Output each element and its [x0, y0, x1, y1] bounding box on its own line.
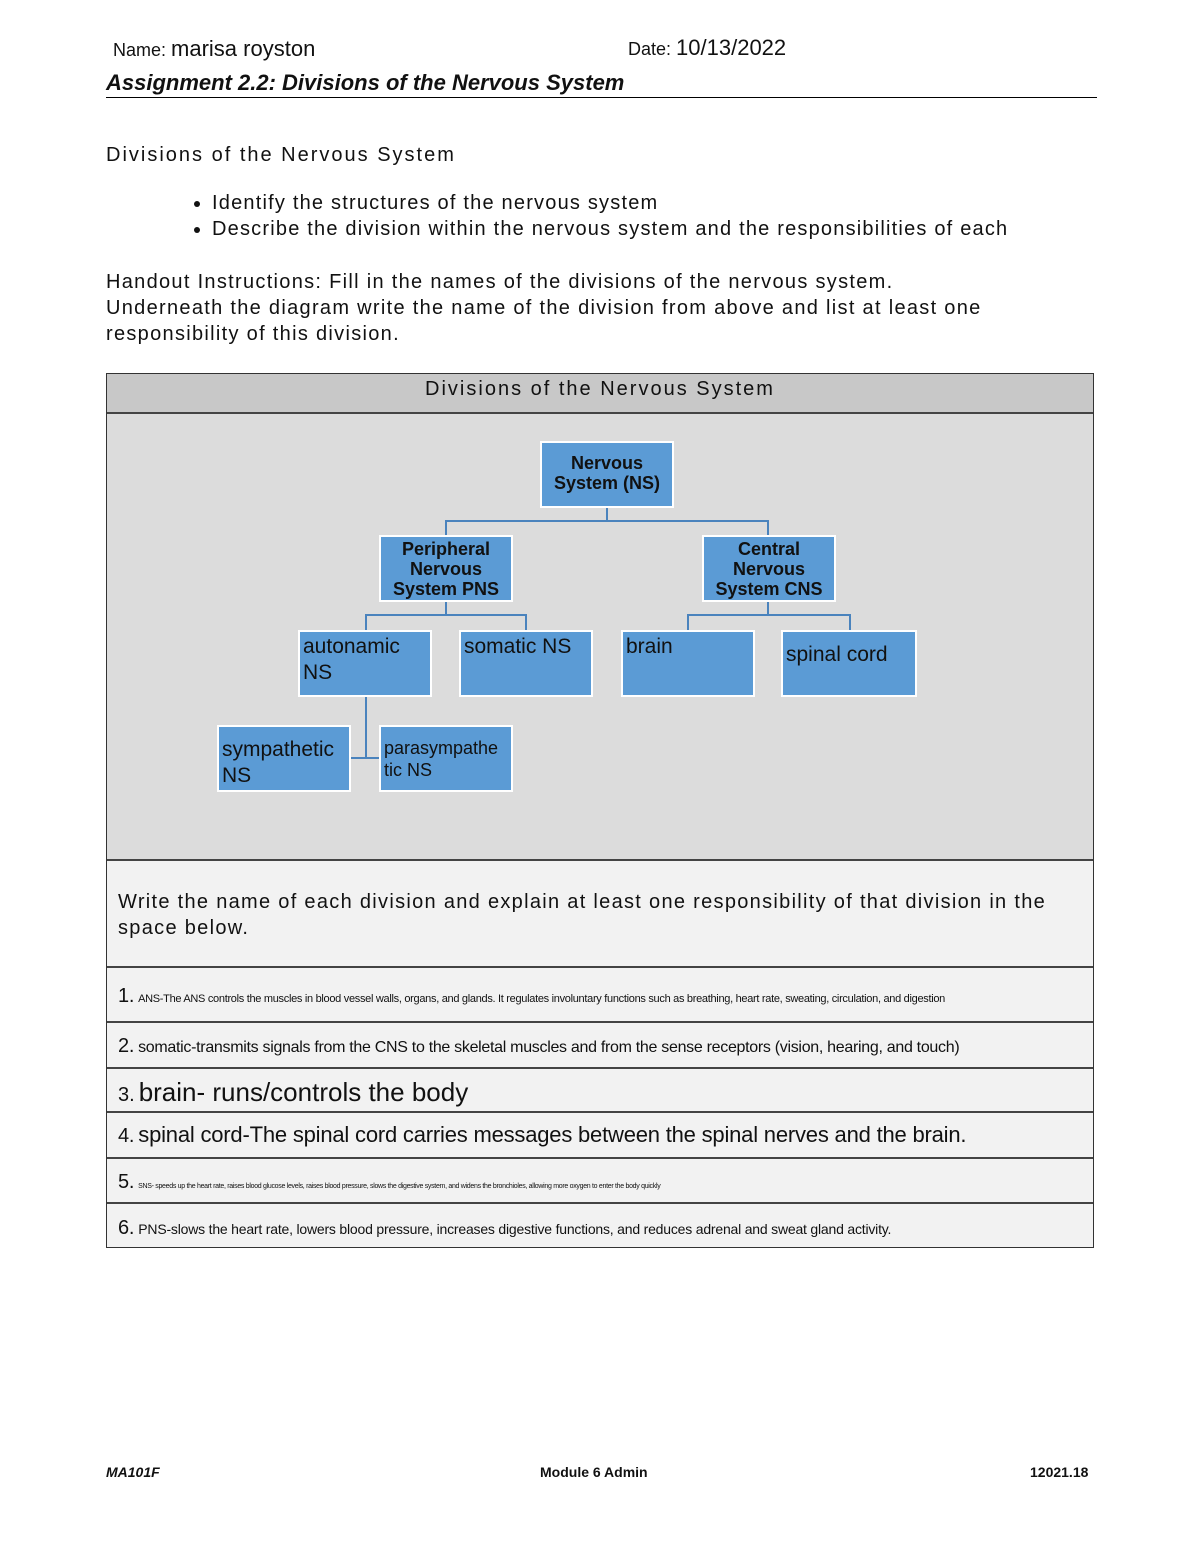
diagram-area: Nervous System (NS) Peripheral Nervous S… — [107, 412, 1093, 859]
connector — [606, 508, 608, 522]
objectives-list: Identify the structures of the nervous s… — [170, 190, 1132, 242]
answer-row: 1.ANS-The ANS controls the muscles in bl… — [107, 966, 1093, 1021]
connector — [351, 757, 381, 759]
answer-text[interactable]: somatic-transmits signals from the CNS t… — [138, 1039, 960, 1056]
footer-course: MA101F — [106, 1464, 160, 1480]
name-label: Name: — [113, 40, 167, 60]
name-value: marisa royston — [171, 36, 316, 61]
answer-number: 3. — [118, 1084, 135, 1106]
connector — [365, 614, 527, 616]
answer-text[interactable]: ANS-The ANS controls the muscles in bloo… — [138, 993, 945, 1005]
footer-version: 12021.18 — [1030, 1464, 1089, 1480]
divisions-table: Divisions of the Nervous System Nervous … — [106, 373, 1094, 1248]
answer-text[interactable]: spinal cord-The spinal cord carries mess… — [138, 1122, 967, 1147]
connector — [445, 602, 447, 615]
node-nervous-system: Nervous System (NS) — [540, 441, 674, 508]
assignment-title: Assignment 2.2: Divisions of the Nervous… — [106, 70, 625, 95]
objective-item: Describe the division within the nervous… — [212, 216, 1132, 242]
instruction-line: Handout Instructions: Fill in the names … — [106, 271, 894, 293]
answer-content: 3.brain- runs/controls the body — [118, 1077, 468, 1108]
connector — [849, 614, 851, 630]
name-field: Name: marisa royston — [113, 36, 315, 62]
node-parasympathetic: parasympathe tic NS — [379, 725, 513, 792]
date-label: Date: — [628, 39, 672, 59]
connector — [365, 696, 367, 759]
answer-row: 5.SNS- speeds up the heart rate, raises … — [107, 1157, 1093, 1202]
node-sympathetic: sympathetic NS — [217, 725, 351, 792]
connector — [767, 602, 769, 615]
node-autonomic: autonamic NS — [298, 630, 432, 697]
connector — [445, 520, 769, 522]
answer-number: 1. — [118, 985, 135, 1007]
answer-number: 6. — [118, 1217, 135, 1239]
date-field: Date: 10/13/2022 — [628, 35, 786, 61]
answer-number: 5. — [118, 1171, 135, 1193]
node-cns: Central Nervous System CNS — [702, 535, 836, 602]
answer-content: 6.PNS-slows the heart rate, lowers blood… — [118, 1217, 891, 1240]
title-rule — [106, 97, 1097, 98]
section-heading: Divisions of the Nervous System — [106, 144, 456, 166]
prompt-text: Write the name of each division and expl… — [118, 891, 1047, 939]
handout-instructions: Handout Instructions: Fill in the names … — [106, 269, 1106, 347]
date-value: 10/13/2022 — [676, 35, 787, 60]
connector — [687, 614, 689, 630]
answer-row: 6.PNS-slows the heart rate, lowers blood… — [107, 1202, 1093, 1247]
answer-content: 4.spinal cord-The spinal cord carries me… — [118, 1122, 966, 1148]
table-heading: Divisions of the Nervous System — [107, 374, 1093, 412]
answer-content: 2.somatic-transmits signals from the CNS… — [118, 1035, 960, 1058]
node-brain: brain — [621, 630, 755, 697]
connector — [445, 520, 447, 535]
instruction-line: Underneath the diagram write the name of… — [106, 297, 982, 319]
answer-text[interactable]: PNS-slows the heart rate, lowers blood p… — [138, 1221, 892, 1237]
connector — [365, 614, 367, 630]
answer-number: 4. — [118, 1125, 135, 1147]
answer-text[interactable]: SNS- speeds up the heart rate, raises bl… — [138, 1183, 661, 1190]
answer-text[interactable]: brain- runs/controls the body — [138, 1077, 469, 1107]
answer-row: 2.somatic-transmits signals from the CNS… — [107, 1021, 1093, 1067]
node-somatic: somatic NS — [459, 630, 593, 697]
objective-item: Identify the structures of the nervous s… — [212, 190, 1132, 216]
answer-content: 5.SNS- speeds up the heart rate, raises … — [118, 1171, 661, 1194]
instruction-line: responsibility of this division. — [106, 323, 400, 345]
connector — [687, 614, 851, 616]
connector — [767, 520, 769, 535]
footer-module: Module 6 Admin — [540, 1464, 648, 1480]
answer-row: 4.spinal cord-The spinal cord carries me… — [107, 1111, 1093, 1157]
connector — [525, 614, 527, 630]
node-pns: Peripheral Nervous System PNS — [379, 535, 513, 602]
node-spinal-cord: spinal cord — [781, 630, 917, 697]
prompt-row: Write the name of each division and expl… — [107, 859, 1093, 966]
answer-row: 3.brain- runs/controls the body — [107, 1067, 1093, 1111]
answer-number: 2. — [118, 1035, 135, 1057]
answer-content: 1.ANS-The ANS controls the muscles in bl… — [118, 985, 945, 1008]
